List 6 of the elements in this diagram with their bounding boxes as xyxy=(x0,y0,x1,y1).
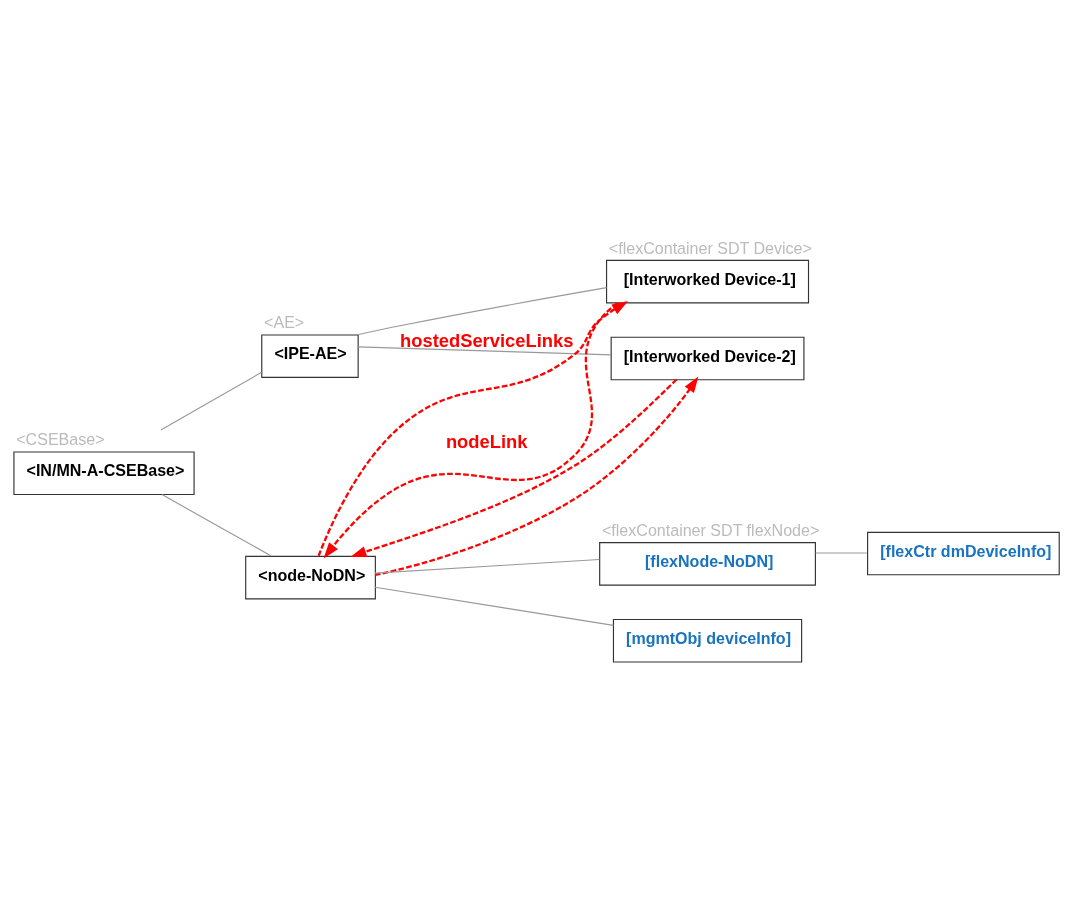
edge-label: nodeLink xyxy=(445,430,528,452)
edge-label: hostedServiceLinks xyxy=(400,329,574,351)
node-label: <flexContainer SDT Device> xyxy=(608,238,812,257)
node-label: <flexContainer SDT flexNode> xyxy=(601,520,820,539)
node-label: <CSEBase> xyxy=(16,429,105,448)
node-label: <AE> xyxy=(264,312,305,331)
